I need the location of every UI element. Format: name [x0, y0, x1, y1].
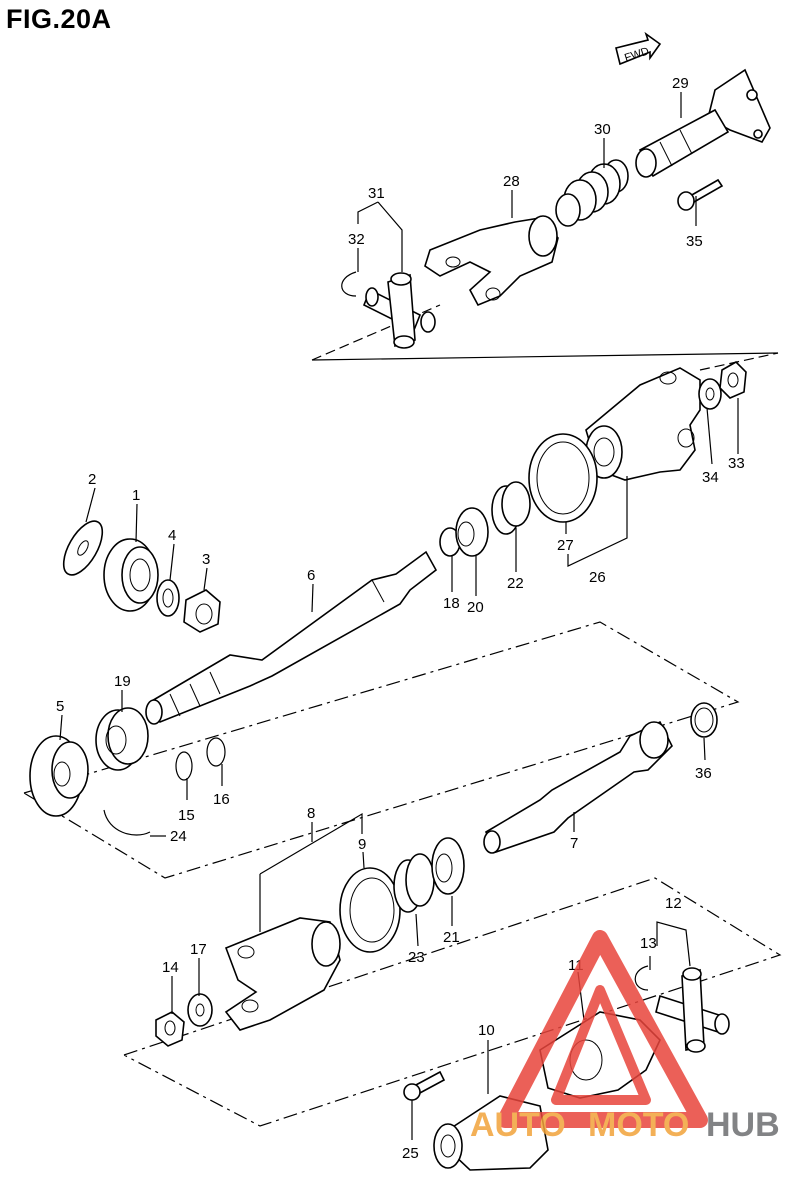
group-outline-middle — [23, 621, 740, 879]
part-26-yoke-assembly — [585, 367, 701, 481]
part-2-washer — [62, 520, 104, 576]
callout-30: 30 — [594, 121, 611, 138]
callout-33: 33 — [728, 455, 745, 472]
callout-16: 16 — [213, 791, 230, 808]
part-32-circlip — [341, 271, 357, 297]
watermark-text-auto: AUTO — [470, 1106, 566, 1144]
part-3-nut — [183, 589, 221, 633]
part-12-universal-joint — [655, 967, 730, 1053]
part-35-bolt — [677, 178, 724, 211]
watermark-logo: AUTO MOTO HUB — [470, 930, 780, 1144]
callout-17: 17 — [190, 941, 207, 958]
callout-26: 26 — [589, 569, 606, 586]
figure-title: FIG.20A — [6, 4, 112, 34]
part-6-drive-shaft — [145, 550, 438, 725]
part-14-nut — [155, 1011, 185, 1047]
part-33-nut — [719, 361, 747, 399]
part-31-universal-joint — [362, 272, 436, 349]
callout-5: 5 — [56, 698, 64, 715]
group-outline-lower — [123, 877, 782, 1127]
part-7-drive-shaft — [483, 720, 673, 854]
part-22-boot — [491, 481, 531, 535]
part-13-circlip — [634, 965, 649, 991]
callout-6: 6 — [307, 567, 315, 584]
part-1-bevel-gear — [103, 538, 159, 612]
callout-10: 10 — [478, 1022, 495, 1039]
part-29-flange-shaft — [635, 68, 771, 178]
callout-13: 13 — [640, 935, 657, 952]
callout-35: 35 — [686, 233, 703, 250]
callout-3: 3 — [202, 551, 210, 568]
callout-36: 36 — [695, 765, 712, 782]
callout-27: 27 — [557, 537, 574, 554]
part-4-washer — [156, 579, 180, 617]
part-34-washer — [698, 378, 722, 410]
callout-29: 29 — [672, 75, 689, 92]
callout-2: 2 — [88, 471, 96, 488]
callout-20: 20 — [467, 599, 484, 616]
callout-24: 24 — [170, 828, 187, 845]
part-19-bearing — [95, 707, 149, 771]
callout-22: 22 — [507, 575, 524, 592]
callout-19: 19 — [114, 673, 131, 690]
callout-1: 1 — [132, 487, 140, 504]
callout-34: 34 — [702, 469, 719, 486]
callout-12: 12 — [665, 895, 682, 912]
part-9-seal-ring — [339, 867, 401, 953]
part-27-seal-ring — [528, 433, 598, 523]
part-8-yoke-assembly — [224, 917, 341, 1031]
forward-direction-arrow: FWD — [615, 31, 662, 66]
callout-7: 7 — [570, 835, 578, 852]
callout-8: 8 — [307, 805, 315, 822]
part-28-yoke — [424, 215, 559, 307]
watermark-text-moto: MOTO — [588, 1106, 689, 1144]
callout-23: 23 — [408, 949, 425, 966]
part-17-washer — [187, 993, 213, 1027]
callout-4: 4 — [168, 527, 176, 544]
callout-14: 14 — [162, 959, 179, 976]
part-5-bevel-gear — [29, 735, 89, 817]
callout-32: 32 — [348, 231, 365, 248]
group-outline-upper — [311, 304, 779, 371]
callout-labels: 2 1 4 3 6 19 5 15 16 24 18 20 22 27 26 3… — [56, 75, 745, 1162]
callout-28: 28 — [503, 173, 520, 190]
callout-9: 9 — [358, 836, 366, 853]
callout-15: 15 — [178, 807, 195, 824]
part-15-circlip — [175, 751, 193, 781]
callout-25: 25 — [402, 1145, 419, 1162]
part-30-dust-boot — [555, 159, 629, 227]
part-16-circlip — [206, 737, 226, 767]
part-25-bolt — [403, 1070, 446, 1101]
part-36-circlip — [690, 702, 718, 738]
callout-31: 31 — [368, 185, 385, 202]
part-20-seal — [455, 507, 489, 557]
callout-21: 21 — [443, 929, 460, 946]
watermark-text-hub: HUB — [706, 1106, 780, 1144]
watermark-triangle-icon — [497, 930, 708, 1128]
leader-lines — [59, 92, 739, 1140]
part-24-circlip — [103, 809, 151, 836]
part-21-seal — [431, 837, 465, 895]
part-23-boot — [393, 853, 435, 913]
callout-18: 18 — [443, 595, 460, 612]
